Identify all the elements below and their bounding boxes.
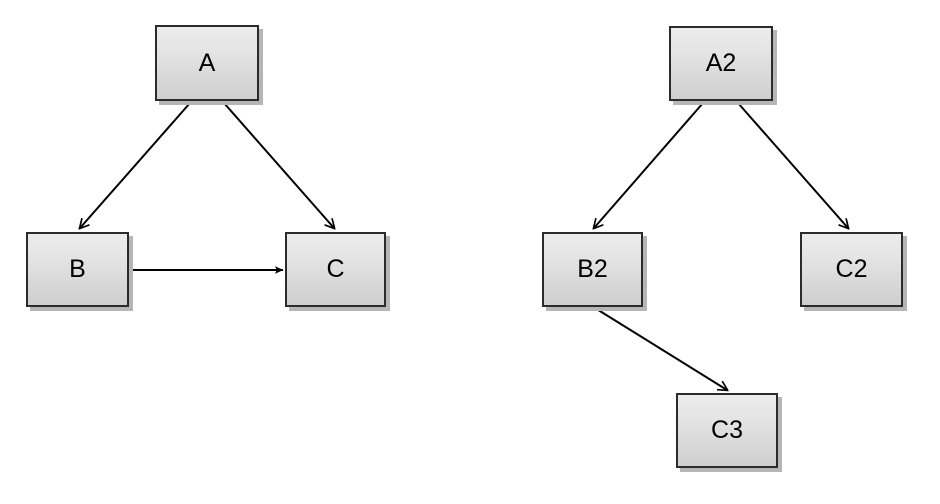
edge-a2-to-b2 <box>594 102 704 228</box>
edge-a-to-c <box>223 102 334 228</box>
node-a[interactable]: A <box>155 25 259 101</box>
edge-group <box>80 102 848 390</box>
node-c2[interactable]: C2 <box>800 232 903 307</box>
node-a2[interactable]: A2 <box>669 26 773 101</box>
node-label: C2 <box>835 255 868 283</box>
node-label: B <box>69 255 86 283</box>
node-b[interactable]: B <box>26 232 129 307</box>
node-c3[interactable]: C3 <box>676 393 778 468</box>
node-label: B2 <box>577 255 608 283</box>
node-label: C3 <box>711 416 743 444</box>
node-c[interactable]: C <box>285 232 386 307</box>
node-label: A <box>198 48 216 77</box>
edge-b2-to-c3 <box>594 307 727 390</box>
edge-a2-to-c2 <box>737 102 848 228</box>
node-label: A2 <box>705 49 737 77</box>
node-label: C <box>326 255 345 283</box>
node-b2[interactable]: B2 <box>542 232 643 307</box>
edge-a-to-b <box>80 102 191 228</box>
